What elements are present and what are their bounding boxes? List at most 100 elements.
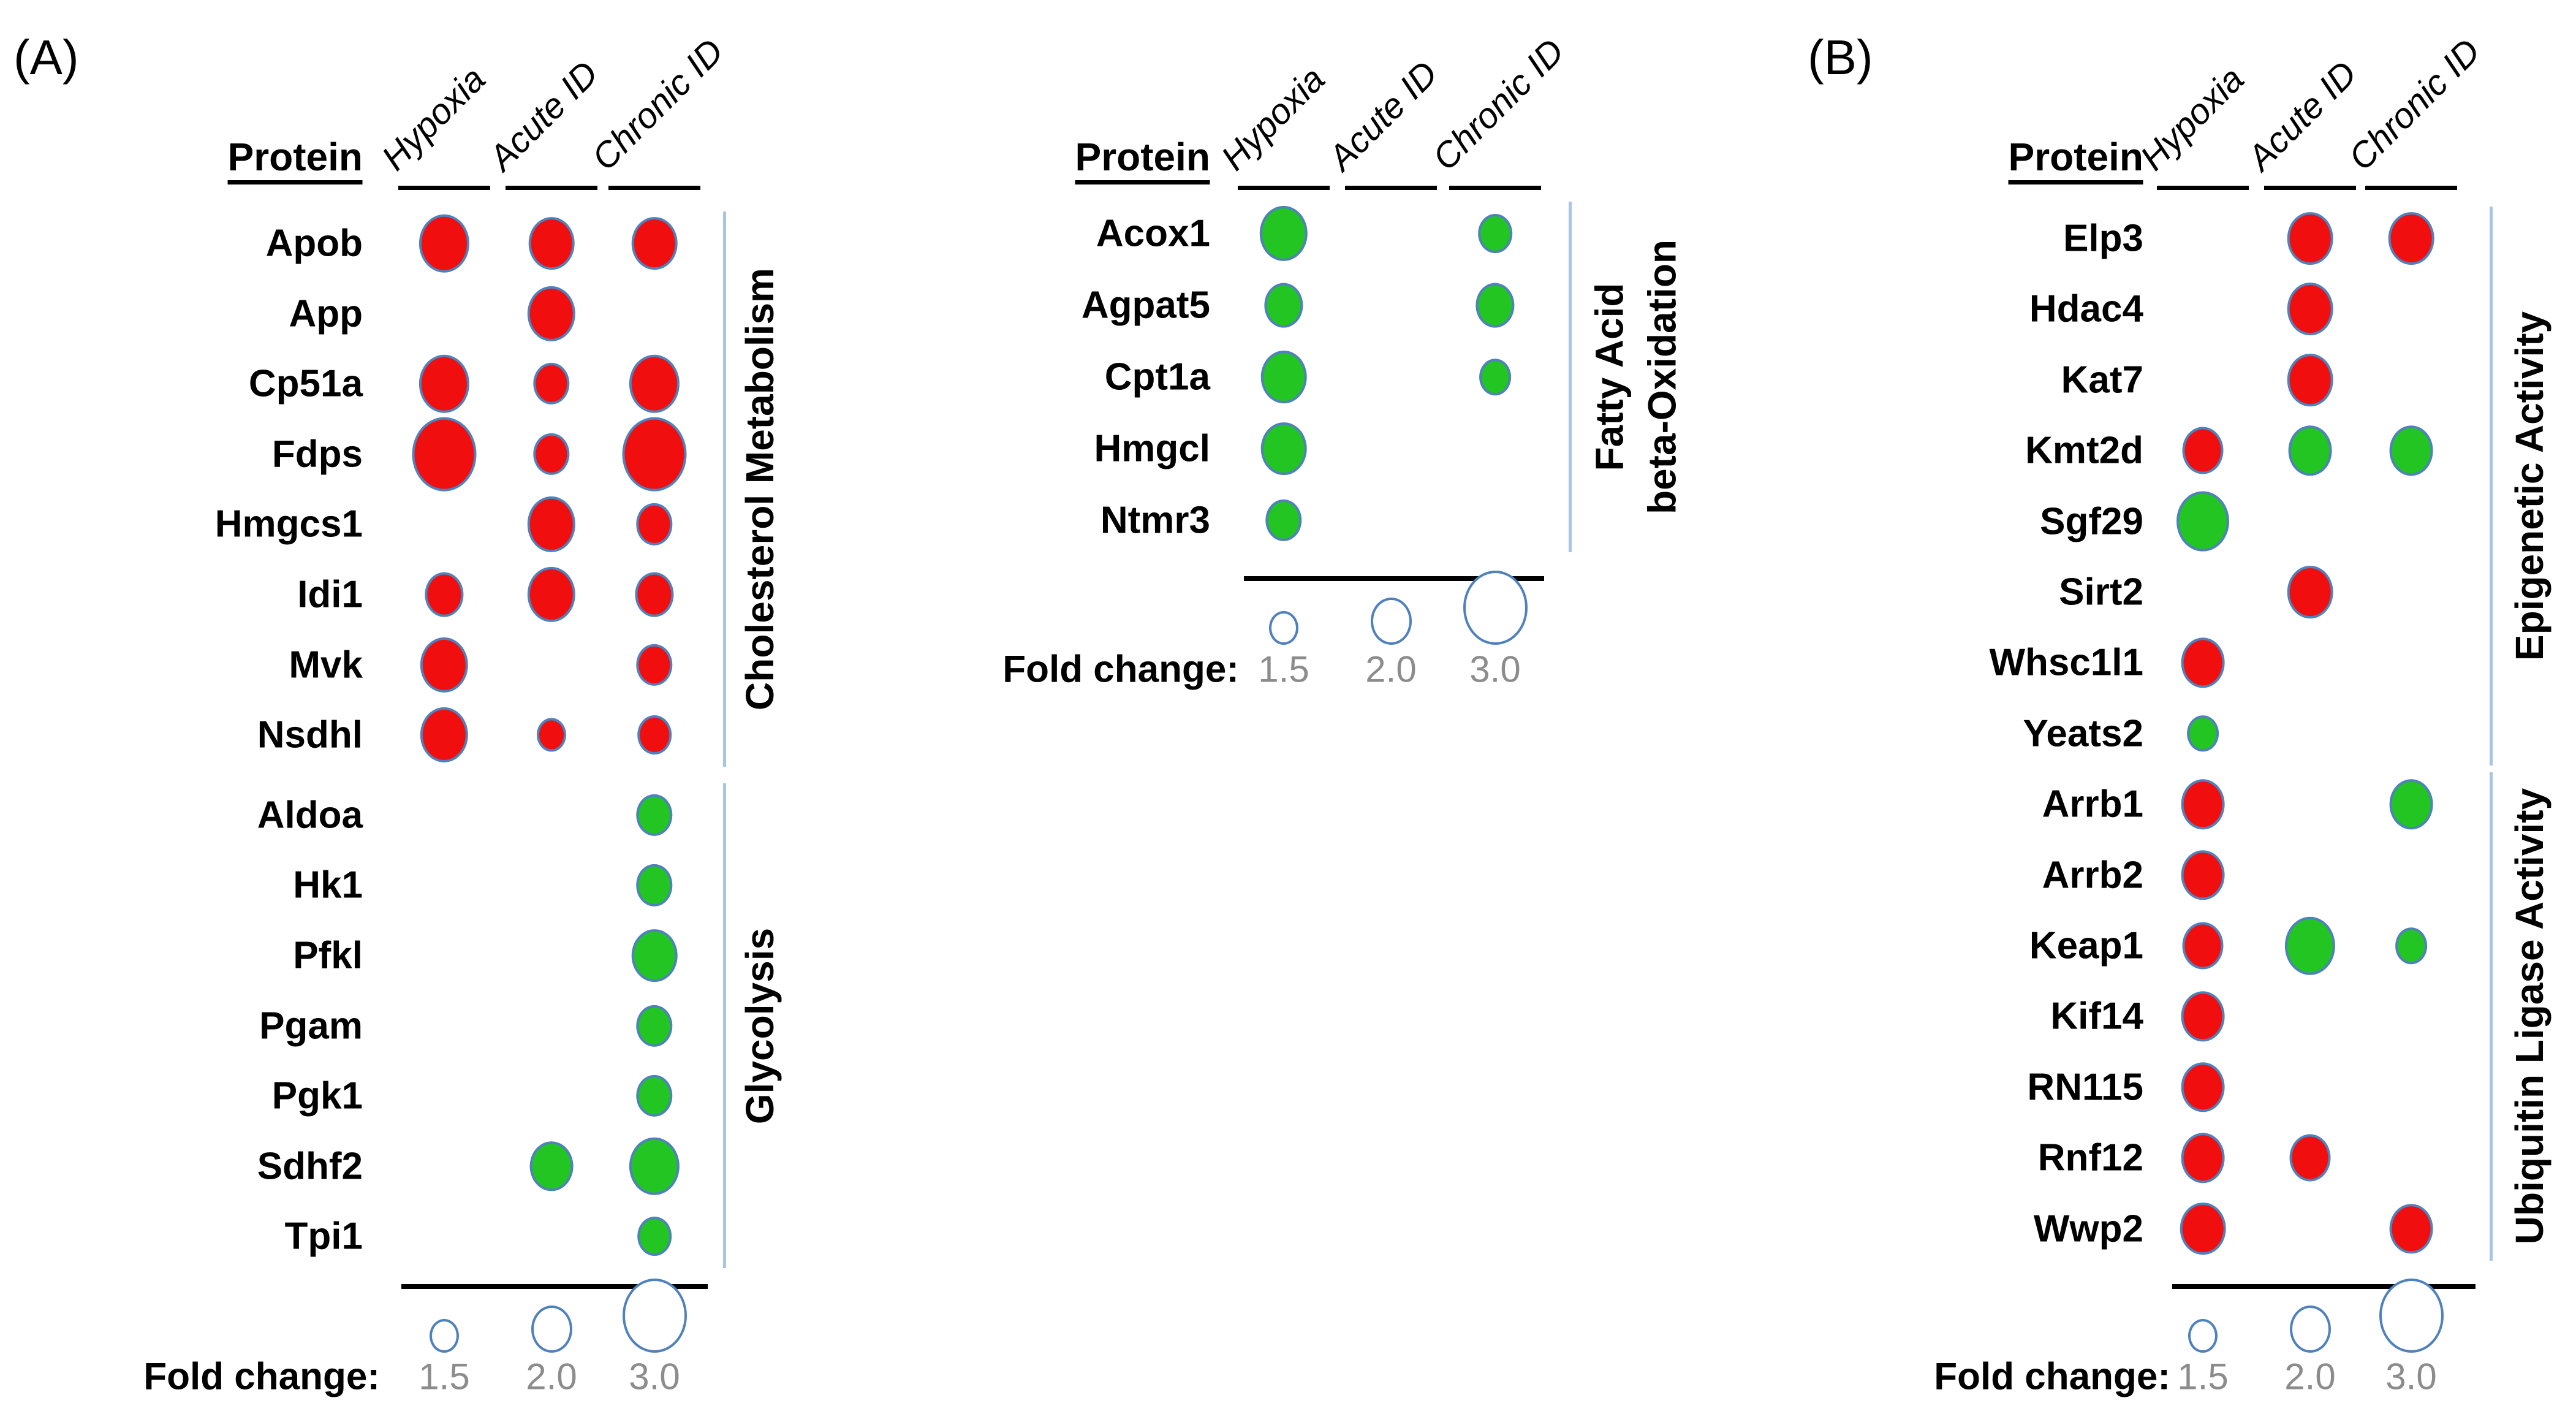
expression-dot: [2287, 353, 2333, 406]
protein-label: Mvk: [289, 644, 363, 686]
legend-line: [2172, 1284, 2476, 1289]
legend-size-label: 3.0: [1469, 648, 1521, 690]
expression-dot: [636, 864, 673, 907]
expression-dot: [629, 1137, 680, 1196]
expression-dot: [537, 718, 566, 752]
expression-dot: [1260, 351, 1307, 403]
expression-dot: [527, 566, 576, 623]
column-header-label: Chronic ID: [2341, 31, 2488, 178]
expression-dot: [636, 1005, 673, 1047]
protein-label: Hmgcs1: [214, 503, 363, 545]
expression-dot: [636, 503, 673, 545]
group-label: Epigenetic Activity: [2507, 311, 2551, 661]
expression-dot: [2389, 425, 2433, 476]
protein-label: Kat7: [2061, 359, 2143, 401]
column-underline: [1238, 186, 1330, 190]
column-underline: [506, 186, 597, 190]
group-bracket: [2490, 772, 2493, 1261]
protein-label: Agpat5: [1081, 284, 1210, 327]
expression-dot: [2182, 427, 2224, 474]
expression-dot: [528, 217, 575, 270]
expression-dot: [2176, 491, 2229, 552]
expression-dot: [533, 433, 570, 475]
legend-size-label: 2.0: [1365, 648, 1417, 690]
expression-dot: [420, 637, 469, 693]
protein-label: Elp3: [2063, 217, 2143, 260]
expression-dot: [637, 715, 672, 755]
column-header-label: Acute ID: [2240, 53, 2365, 178]
expression-dot: [631, 217, 678, 270]
expression-dot: [2181, 850, 2225, 900]
protein-label: Keap1: [2029, 924, 2143, 967]
protein-label: Pgam: [259, 1005, 363, 1047]
protein-label: Fdps: [271, 433, 363, 476]
legend-size-label: 2.0: [2284, 1356, 2336, 1397]
expression-dot: [2287, 566, 2333, 618]
protein-label: Wwp2: [2033, 1207, 2143, 1250]
protein-label: Kmt2d: [2025, 429, 2143, 472]
expression-dot: [2389, 1203, 2433, 1254]
expression-dot: [631, 929, 678, 982]
legend-circle: [622, 1279, 687, 1353]
column-header-label: Acute ID: [481, 53, 606, 178]
expression-dot: [622, 417, 687, 492]
expression-dot: [2187, 715, 2219, 752]
expression-dot: [636, 794, 673, 836]
expression-dot: [2289, 1134, 2331, 1182]
protein-column-header: Protein: [227, 137, 363, 184]
expression-dot: [2395, 927, 2427, 964]
legend-circle: [430, 1318, 459, 1353]
protein-label: Kif14: [2050, 995, 2143, 1038]
protein-label: Whsc1l1: [1989, 641, 2143, 684]
group-label: Glycolysis: [737, 927, 782, 1124]
legend-circle: [1463, 571, 1528, 645]
expression-dot: [636, 1075, 673, 1117]
expression-dot: [2181, 991, 2225, 1042]
group-bracket: [723, 211, 726, 767]
protein-label: Idi1: [297, 573, 363, 616]
expression-dot: [419, 214, 470, 273]
expression-dot: [1265, 499, 1302, 542]
column-underline: [2264, 186, 2356, 190]
group-bracket: [2490, 207, 2493, 766]
column-header-label: Hypoxia: [2132, 59, 2252, 178]
legend-circle: [2289, 1305, 2331, 1353]
expression-dot: [629, 354, 680, 413]
protein-label: Sdhf2: [257, 1145, 363, 1188]
panel-a-label: (A): [13, 30, 79, 85]
expression-dot: [2287, 212, 2333, 265]
column-header-label: Chronic ID: [1425, 31, 1572, 178]
protein-label: RN115: [2027, 1066, 2143, 1109]
legend-size-label: 1.5: [2177, 1356, 2229, 1397]
group-bracket: [723, 783, 726, 1269]
protein-label: Yeats2: [2023, 712, 2143, 755]
legend-line: [1244, 576, 1544, 581]
protein-label: Sgf29: [2040, 500, 2143, 543]
expression-dot: [533, 363, 570, 405]
protein-label: Cpt1a: [1104, 355, 1210, 398]
expression-dot: [1478, 214, 1512, 253]
expression-dot: [2388, 212, 2434, 265]
legend-size-label: 1.5: [1258, 648, 1309, 690]
protein-label: Aldoa: [257, 794, 363, 837]
column-header-label: Hypoxia: [1213, 59, 1333, 178]
expression-dot: [637, 1217, 672, 1256]
column-underline: [1449, 186, 1541, 190]
protein-label: Hmgcl: [1094, 427, 1210, 470]
protein-label: Pgk1: [271, 1074, 363, 1117]
protein-label: App: [289, 292, 363, 335]
fold-change-label: Fold change:: [143, 1355, 380, 1398]
column-underline: [2157, 186, 2249, 190]
legend-size-label: 3.0: [2385, 1356, 2437, 1397]
expression-dot: [2181, 1133, 2225, 1183]
expression-dot: [2181, 637, 2225, 688]
protein-label: Nsdhl: [257, 713, 363, 756]
expression-dot: [2182, 922, 2224, 970]
legend-size-label: 1.5: [419, 1356, 470, 1397]
protein-label: Arrb2: [2042, 854, 2143, 897]
expression-dot: [527, 286, 576, 341]
column-header-label: Hypoxia: [374, 59, 493, 178]
group-bracket: [1569, 202, 1572, 552]
expression-dot: [2389, 779, 2433, 829]
